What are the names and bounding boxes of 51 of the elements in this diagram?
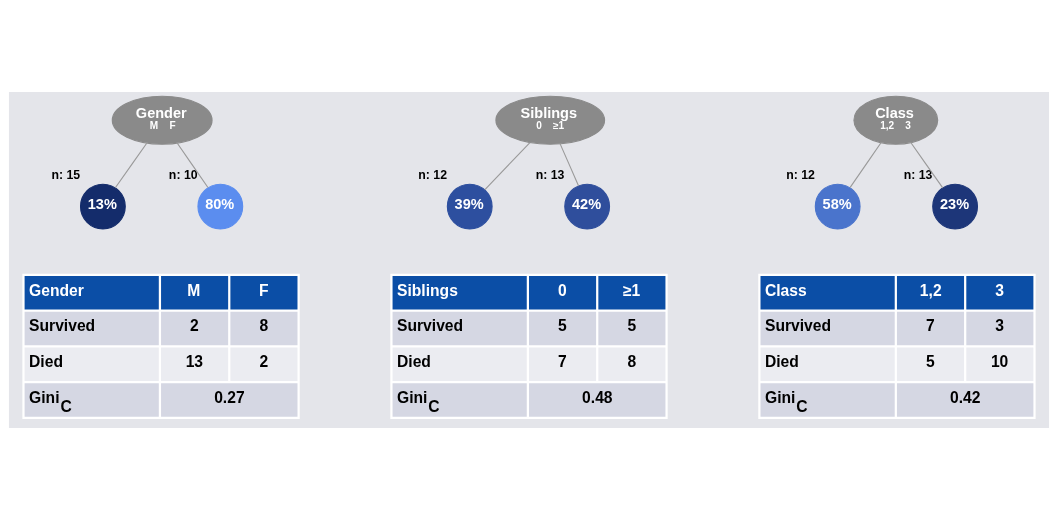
node-circle: 58% (814, 183, 861, 229)
node-ellipse: Class 1,2 3 (853, 95, 939, 145)
label: Siblings (397, 281, 458, 299)
node-label: n: 13 (903, 167, 933, 182)
connector (176, 141, 209, 188)
node-label: n: 13 (535, 167, 565, 182)
label: 2 (190, 316, 199, 334)
connector (484, 141, 531, 190)
label: 5 (558, 316, 567, 334)
connector (910, 141, 944, 188)
label: 13 (185, 352, 204, 370)
node-circle: 42% (564, 183, 611, 229)
node-label: n: 12 (786, 167, 815, 182)
label: ≥1 (622, 281, 641, 299)
connector (114, 141, 148, 188)
label: Died (397, 352, 431, 370)
label: M (187, 281, 201, 299)
label: 7 (558, 352, 567, 370)
label: 3 (995, 316, 1005, 334)
label: 1,2 (919, 281, 942, 299)
label: 2 (259, 352, 269, 370)
connector (849, 141, 882, 188)
label: 8 (627, 352, 637, 370)
label: Gender (29, 281, 84, 299)
node-ellipse: Siblings 0 ≥1 (495, 95, 606, 145)
node-circle: 23% (932, 183, 979, 229)
label: 0 (558, 281, 567, 299)
label: 8 (259, 316, 269, 334)
node-circle: 39% (446, 183, 493, 229)
node-label: n: 15 (51, 167, 81, 182)
label: Died (29, 352, 63, 370)
label: 0.48 (582, 388, 613, 406)
node-circle: 13% (79, 183, 126, 229)
label: 5 (627, 316, 637, 334)
node-label: n: 12 (418, 167, 447, 182)
node-label: n: 10 (168, 167, 198, 182)
label: Survived (764, 316, 832, 334)
node-circle: 80% (197, 183, 244, 229)
label: 0.42 (950, 388, 981, 406)
label: F (258, 281, 269, 299)
label: 7 (926, 316, 935, 334)
node-ellipse: Gender M F (111, 95, 213, 145)
label: Survived (29, 316, 96, 334)
connector (559, 142, 580, 186)
label: 0.27 (214, 388, 245, 406)
label: 10 (990, 352, 1009, 370)
label: 5 (926, 352, 935, 370)
label: Class (764, 281, 807, 299)
label: Died (764, 352, 799, 370)
label: 3 (995, 281, 1005, 299)
label: Survived (397, 316, 464, 334)
